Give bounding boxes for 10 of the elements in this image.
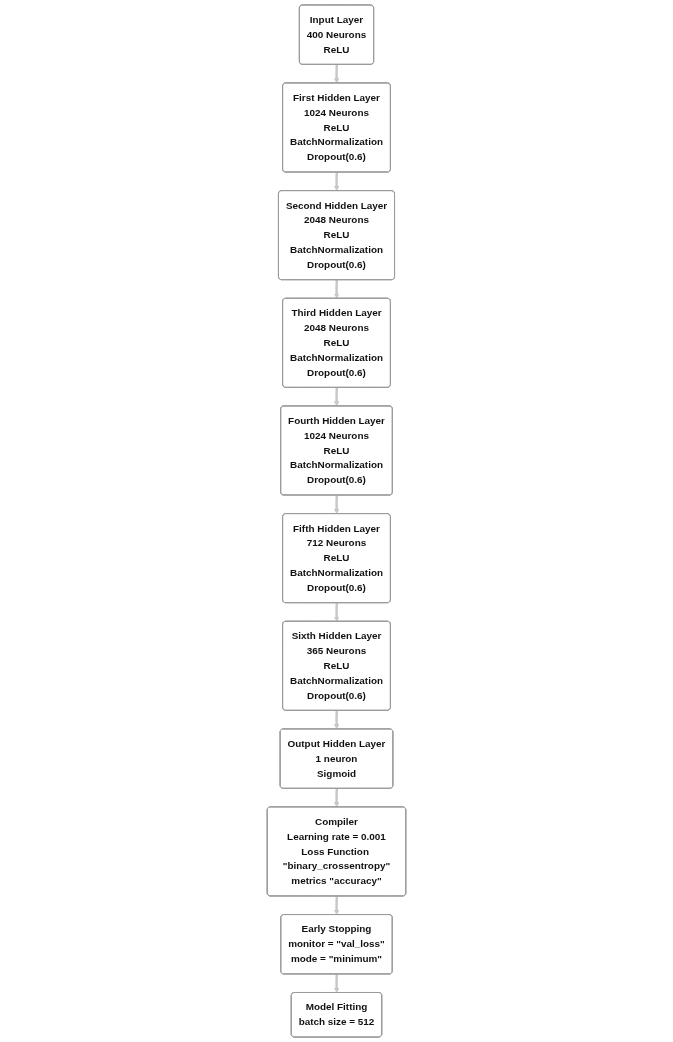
arrow xyxy=(333,495,340,515)
arrow xyxy=(333,602,340,622)
arrow xyxy=(333,974,340,994)
arrow xyxy=(333,172,340,192)
arrow xyxy=(333,896,340,916)
arrow xyxy=(333,64,340,84)
arrow xyxy=(333,710,340,730)
arrow xyxy=(333,788,340,808)
arrow xyxy=(333,279,340,299)
arrow xyxy=(333,387,340,407)
